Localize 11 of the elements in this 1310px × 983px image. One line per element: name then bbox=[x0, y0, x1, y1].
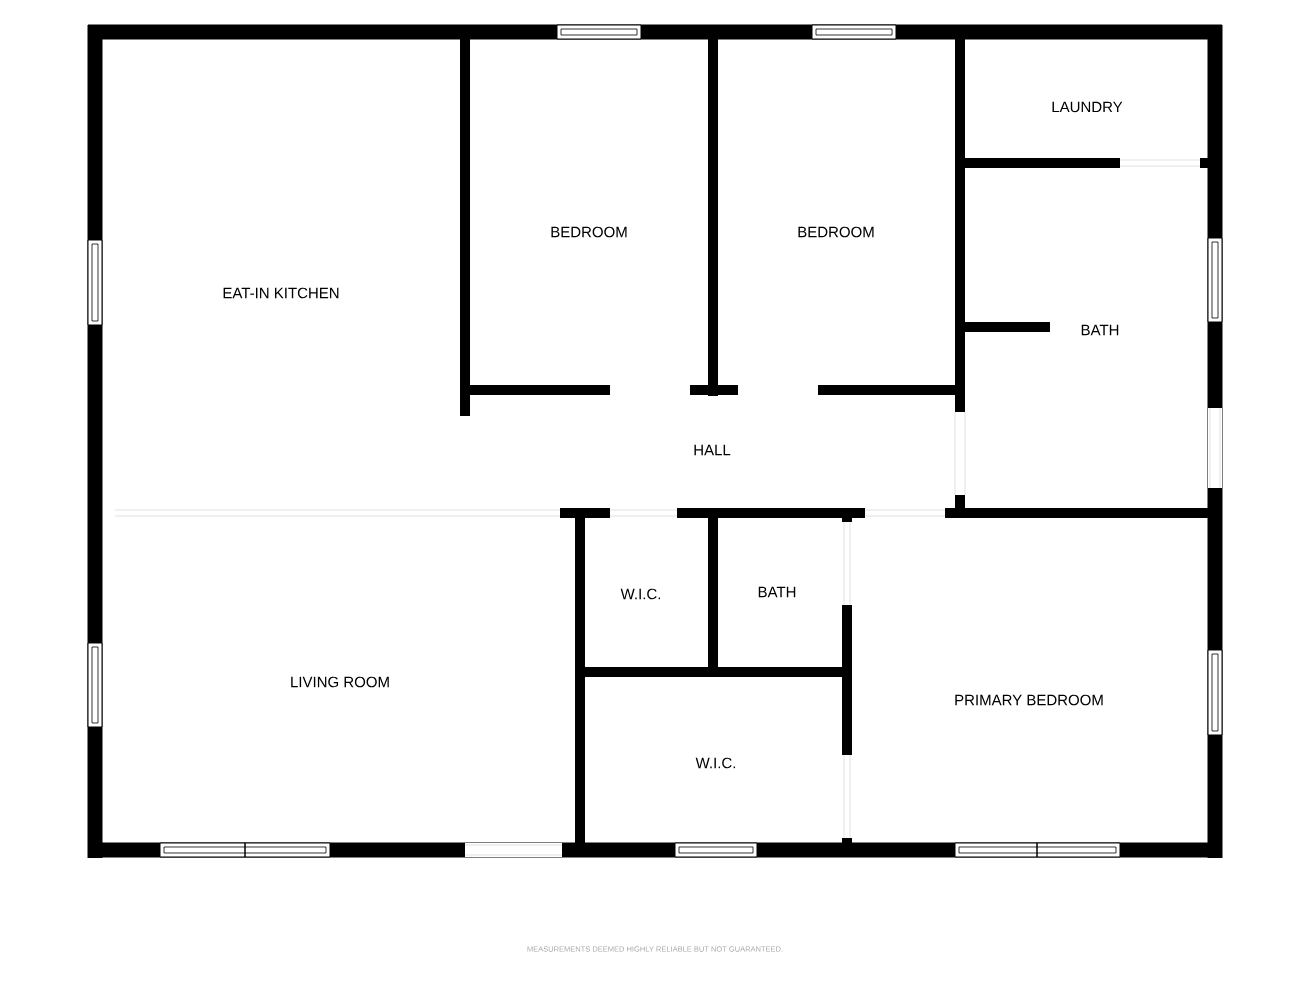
room-label: BEDROOM bbox=[798, 226, 874, 238]
room-label: EAT-IN KITCHEN bbox=[223, 287, 339, 299]
room-label: BATH bbox=[758, 586, 796, 598]
room-label: LIVING ROOM bbox=[291, 676, 389, 688]
room-label: PRIMARY BEDROOM bbox=[955, 694, 1103, 706]
room-label: HALL bbox=[694, 444, 731, 456]
room-label: LAUNDRY bbox=[1052, 101, 1123, 113]
room-label: W.I.C. bbox=[695, 757, 736, 769]
room-label: BATH bbox=[1081, 324, 1119, 336]
room-label: W.I.C. bbox=[620, 588, 661, 600]
room-label: BEDROOM bbox=[551, 226, 627, 238]
